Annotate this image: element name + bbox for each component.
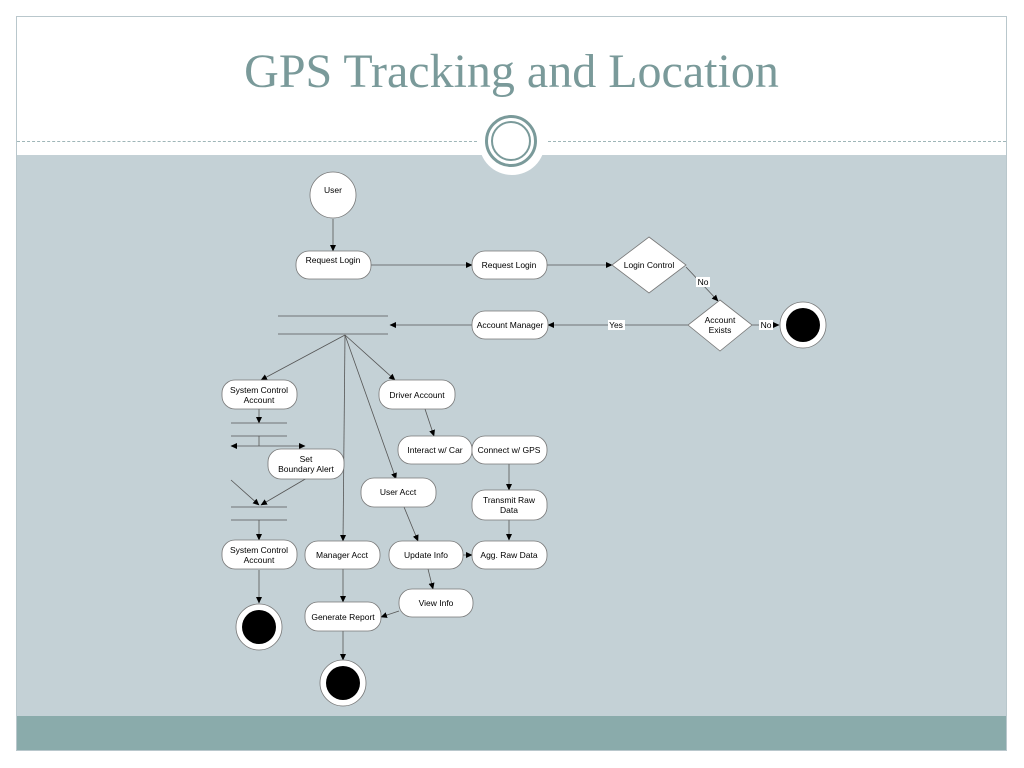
interact-car-label: Interact w/ Car xyxy=(407,445,462,455)
view-info-label: View Info xyxy=(419,598,454,608)
connect-gps-label: Connect w/ GPS xyxy=(478,445,541,455)
manager-acct-label: Manager Acct xyxy=(316,550,369,560)
edge-update-view xyxy=(427,568,435,590)
account-exists-label-2: Exists xyxy=(709,325,732,335)
agg-raw-data-node xyxy=(471,540,548,570)
edge-fork-driver xyxy=(344,334,396,381)
start-node-user xyxy=(309,171,357,219)
set-boundary-label-b: Boundary Alert xyxy=(278,464,334,474)
end-node-system xyxy=(235,603,283,651)
end-node-login xyxy=(779,301,827,349)
slide-title: GPS Tracking and Location xyxy=(244,45,779,98)
title-divider-right xyxy=(548,141,1006,142)
user-acct-node xyxy=(360,477,437,508)
set-boundary-node xyxy=(267,448,345,480)
system-control-label-2a: System Control xyxy=(230,545,288,555)
no-label-bg-1 xyxy=(696,277,710,287)
system-control-node-2 xyxy=(221,539,298,570)
manager-acct-node xyxy=(304,540,381,570)
edge-label-no-1: No xyxy=(698,277,709,287)
account-manager-label: Account Manager xyxy=(477,320,544,330)
request-login-label-2: Request Login xyxy=(482,260,537,270)
set-boundary-label-a: Set xyxy=(300,454,313,464)
system-control-label-2b: Account xyxy=(244,555,275,565)
system-control-node-1 xyxy=(221,379,298,410)
login-control-label: Login Control xyxy=(624,260,675,270)
edge-useracct-update xyxy=(403,506,419,542)
edge-left-join xyxy=(230,479,260,506)
transmit-raw-label-a: Transmit Raw xyxy=(483,495,536,505)
system-control-label-1b: Account xyxy=(244,395,275,405)
account-exists-decision xyxy=(687,299,753,352)
user-acct-label: User Acct xyxy=(380,487,417,497)
edge-driver-interact xyxy=(424,408,435,437)
transmit-raw-node xyxy=(471,489,548,521)
account-exists-label-1: Account xyxy=(705,315,736,325)
request-login-node-1 xyxy=(295,250,372,280)
account-manager-node xyxy=(471,310,549,340)
title-divider-left xyxy=(17,141,477,142)
system-control-label-1a: System Control xyxy=(230,385,288,395)
edge-view-report xyxy=(380,610,400,618)
content-area xyxy=(17,155,1006,716)
ornament-ring xyxy=(485,115,537,167)
generate-report-node xyxy=(304,601,382,632)
user-label: User xyxy=(324,185,342,195)
ornament-inner-ring xyxy=(491,121,531,161)
edge-fork-manageracct xyxy=(340,334,347,542)
footer-band xyxy=(17,716,1006,750)
yes-label-bg xyxy=(608,320,625,330)
transmit-raw-label-b: Data xyxy=(500,505,518,515)
update-info-label: Update Info xyxy=(404,550,448,560)
edge-boundary-join xyxy=(260,477,308,506)
agg-raw-data-label: Agg. Raw Data xyxy=(480,550,537,560)
edge-fork-useracct xyxy=(344,334,397,480)
generate-report-label: Generate Report xyxy=(311,612,375,622)
end-node-report xyxy=(319,659,367,707)
edge-fork-syscontrol xyxy=(260,334,346,381)
driver-account-node xyxy=(378,379,456,410)
update-info-node xyxy=(388,540,464,570)
request-login-node-2 xyxy=(471,250,548,280)
no-label-bg-2 xyxy=(759,320,773,330)
driver-account-label: Driver Account xyxy=(389,390,445,400)
connect-gps-node xyxy=(471,435,548,465)
edge-label-yes: Yes xyxy=(609,320,623,330)
edge-label-no-2: No xyxy=(761,320,772,330)
request-login-label-1: Request Login xyxy=(306,255,361,265)
login-control-decision xyxy=(611,236,687,294)
view-info-node xyxy=(398,588,474,618)
